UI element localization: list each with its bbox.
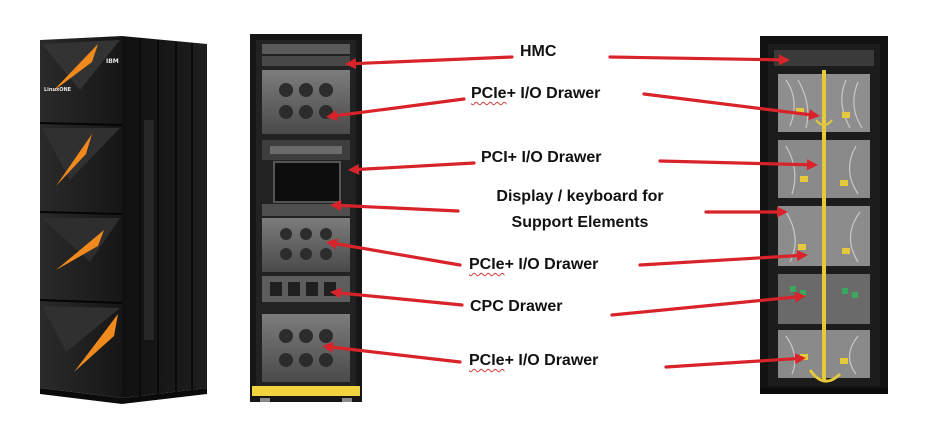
arrow-cpc-rear-head-icon xyxy=(794,291,806,303)
arrow-display-front-head-icon xyxy=(330,200,342,212)
label-display-keyboard-line1: Display / keyboard for xyxy=(496,188,664,205)
arrow-pcie1-rear-shaft xyxy=(642,92,811,117)
arrow-pcie3-front-head-icon xyxy=(322,341,334,353)
label-pcie-io-drawer-3: PCIe+ I/O Drawer xyxy=(469,352,598,370)
label-display-keyboard-line2: Support Elements xyxy=(511,214,649,231)
label-pcie-io-drawer-1: PCIe+ I/O Drawer xyxy=(471,85,600,103)
label-cpc-drawer: CPC Drawer xyxy=(470,298,563,315)
label-pcie-io-drawer-2-suffix: + I/O Drawer xyxy=(504,256,599,273)
arrow-pcie1-front-head-icon xyxy=(326,110,338,122)
label-pci-io-drawer: PCI+ I/O Drawer xyxy=(481,149,602,166)
front-rack xyxy=(250,34,362,402)
arrow-cpc-front-shaft xyxy=(339,291,464,307)
arrow-pcie1-front-shaft xyxy=(335,97,466,118)
arrow-cpc-rear-shaft xyxy=(610,295,797,317)
arrow-pcie2-front-head-icon xyxy=(326,238,338,250)
arrow-hmc-rear-head-icon xyxy=(778,54,790,66)
arrow-pci-rear-head-icon xyxy=(806,159,818,171)
closed-cabinet: IBM LinuxONE xyxy=(39,36,207,404)
label-hmc: HMC xyxy=(520,43,557,60)
callout-arrows xyxy=(322,54,820,369)
arrow-hmc-rear-shaft xyxy=(608,55,781,62)
product-badge: LinuxONE xyxy=(44,87,72,93)
arrow-cpc-front-head-icon xyxy=(330,287,342,299)
arrow-display-rear-head-icon xyxy=(777,206,788,218)
arrow-pcie3-rear-head-icon xyxy=(794,353,806,365)
label-pcie-io-drawer-2-prefix: PCIe xyxy=(469,256,505,273)
arrow-pci-front-shaft xyxy=(357,161,476,171)
arrow-pcie2-front-shaft xyxy=(335,242,462,267)
label-display-keyboard: Display / keyboard for Support Elements xyxy=(475,184,685,236)
arrow-pcie2-rear-head-icon xyxy=(796,250,808,262)
rear-rack xyxy=(760,36,888,394)
arrow-display-front-shaft xyxy=(339,203,460,213)
arrow-pcie3-front-shaft xyxy=(331,345,462,364)
arrow-pci-rear-shaft xyxy=(658,159,809,167)
arrow-pcie2-rear-shaft xyxy=(638,254,799,267)
label-pcie-io-drawer-1-prefix: PCIe xyxy=(471,85,507,102)
arrow-pcie1-rear-head-icon xyxy=(808,109,820,121)
ibm-logo: IBM xyxy=(106,58,119,65)
label-pcie-io-drawer-3-suffix: + I/O Drawer xyxy=(504,352,599,369)
arrow-pcie3-rear-shaft xyxy=(664,357,797,369)
arrow-hmc-front-head-icon xyxy=(345,58,357,70)
label-pcie-io-drawer-2: PCIe+ I/O Drawer xyxy=(469,256,598,274)
label-pcie-io-drawer-1-suffix: + I/O Drawer xyxy=(506,85,601,102)
label-pcie-io-drawer-3-prefix: PCIe xyxy=(469,352,505,369)
arrow-hmc-front-shaft xyxy=(354,55,514,66)
arrow-pci-front-head-icon xyxy=(348,163,360,175)
